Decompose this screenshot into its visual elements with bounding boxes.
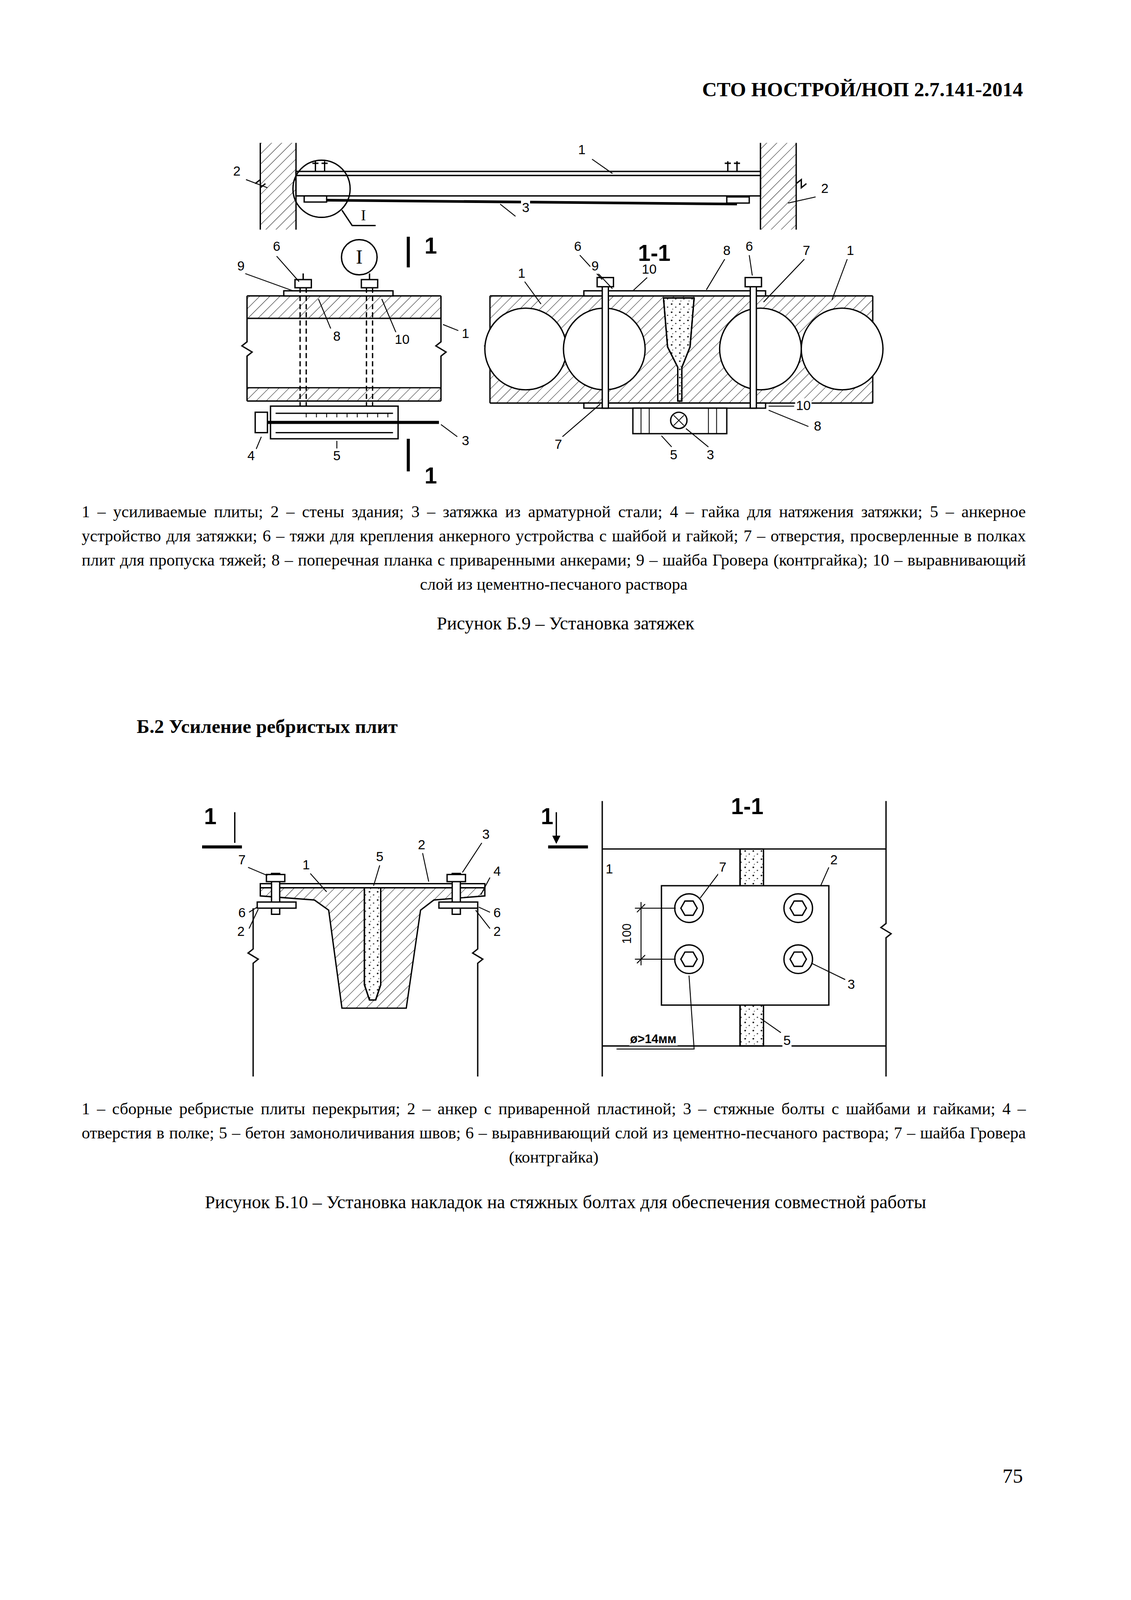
callout-number: 3 — [460, 433, 470, 449]
legend-text: 1 – сборные ребристые плиты перекрытия; … — [81, 1097, 1027, 1170]
legend-text: 1 – усиливаемые плиты; 2 – стены здания;… — [81, 500, 1027, 597]
callout-number: 6 — [573, 239, 583, 255]
figure-caption: Рисунок Б.9 – Установка затяжек — [435, 613, 695, 635]
callout-number: 8 — [813, 418, 823, 434]
callout-number: 7 — [718, 859, 728, 876]
section-mark: 1 — [203, 803, 218, 830]
callout-number: 7 — [237, 852, 247, 868]
callout-number: 10 — [641, 261, 658, 277]
callout-number: 6 — [744, 239, 754, 255]
section-mark: 1 — [423, 462, 438, 489]
section-heading: Б.2 Усиление ребристых плит — [135, 715, 399, 739]
callout-number: 4 — [246, 448, 256, 464]
callout-number: 6 — [492, 906, 502, 922]
page-header: СТО НОСТРОЙ/НОП 2.7.141-2014 — [701, 78, 1024, 102]
callout-number: 2 — [232, 163, 242, 179]
callout-number: 6 — [237, 906, 247, 922]
dimension-text: 100 — [619, 922, 634, 946]
section-mark: 1 — [540, 803, 555, 830]
callout-number: 4 — [492, 864, 502, 880]
callout-number: 9 — [590, 258, 600, 274]
detail-circle: I — [340, 239, 378, 277]
callout-number: 2 — [829, 852, 839, 868]
callout-number: 5 — [669, 447, 679, 463]
callout-number: 3 — [481, 827, 491, 843]
callout-number: 7 — [553, 437, 563, 453]
callout-number: 3 — [846, 977, 856, 993]
callout-number: 2 — [236, 924, 246, 940]
callout-number: 1 — [577, 142, 587, 158]
callout-number: 9 — [236, 258, 246, 274]
callout-number: 2 — [492, 924, 502, 940]
callout-number: 7 — [801, 243, 811, 259]
dimension-text: ø>14мм — [629, 1031, 678, 1047]
callout-number: 6 — [271, 239, 282, 255]
section-title: 1-1 — [729, 793, 765, 820]
callout-number: 2 — [820, 181, 830, 197]
figure-caption: Рисунок Б.10 – Установка накладок на стя… — [203, 1191, 928, 1213]
callout-number: 1 — [604, 862, 615, 878]
callout-number: 5 — [332, 448, 342, 464]
callout-number: 1 — [516, 265, 527, 282]
callout-number: 8 — [332, 329, 342, 345]
callout-number: 10 — [795, 398, 812, 414]
callout-number: 5 — [375, 849, 385, 866]
detail-mark: I — [359, 206, 367, 225]
callout-number: 1 — [460, 326, 470, 342]
callout-number: 1 — [301, 858, 311, 874]
callout-number: 5 — [782, 1033, 792, 1049]
section-mark: 1 — [423, 233, 438, 260]
callout-number: 3 — [521, 200, 531, 216]
page-number: 75 — [1001, 1465, 1024, 1489]
callout-number: 2 — [416, 837, 427, 853]
callout-number: 1 — [845, 243, 855, 259]
callout-number: 3 — [705, 447, 715, 463]
detail-mark: I — [355, 246, 363, 268]
callout-number: 10 — [393, 332, 411, 348]
callout-number: 8 — [722, 243, 732, 259]
